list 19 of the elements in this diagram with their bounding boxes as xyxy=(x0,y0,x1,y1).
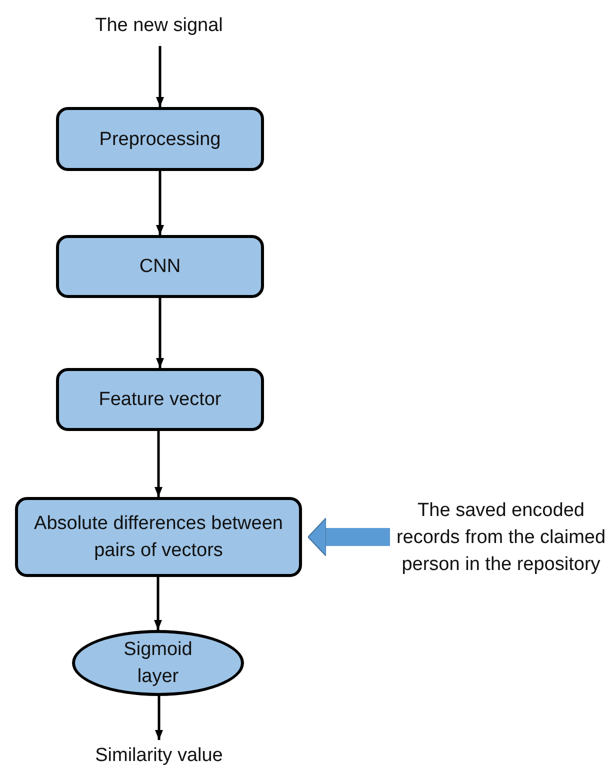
arrow xyxy=(154,577,162,630)
input-label: The new signal xyxy=(95,14,223,38)
box-label: CNN xyxy=(139,255,181,279)
arrow xyxy=(156,298,164,368)
process-box xyxy=(15,497,302,577)
source-note: The saved encoded records from the claimed person in the repository xyxy=(395,498,607,576)
output-label: Similarity value xyxy=(95,744,223,768)
box-label: Preprocessing xyxy=(99,128,221,152)
process-box xyxy=(56,107,264,171)
arrow xyxy=(154,431,162,497)
arrow xyxy=(156,46,164,107)
arrow xyxy=(156,171,164,235)
process-box xyxy=(56,235,264,298)
box-label: Absolute differences between pairs of vectors xyxy=(33,512,284,563)
box-label: Feature vector xyxy=(98,388,222,412)
box-label: Sigmoid layer xyxy=(122,638,194,689)
block-arrow xyxy=(308,518,390,556)
arrow xyxy=(155,696,163,740)
process-box xyxy=(56,368,264,431)
